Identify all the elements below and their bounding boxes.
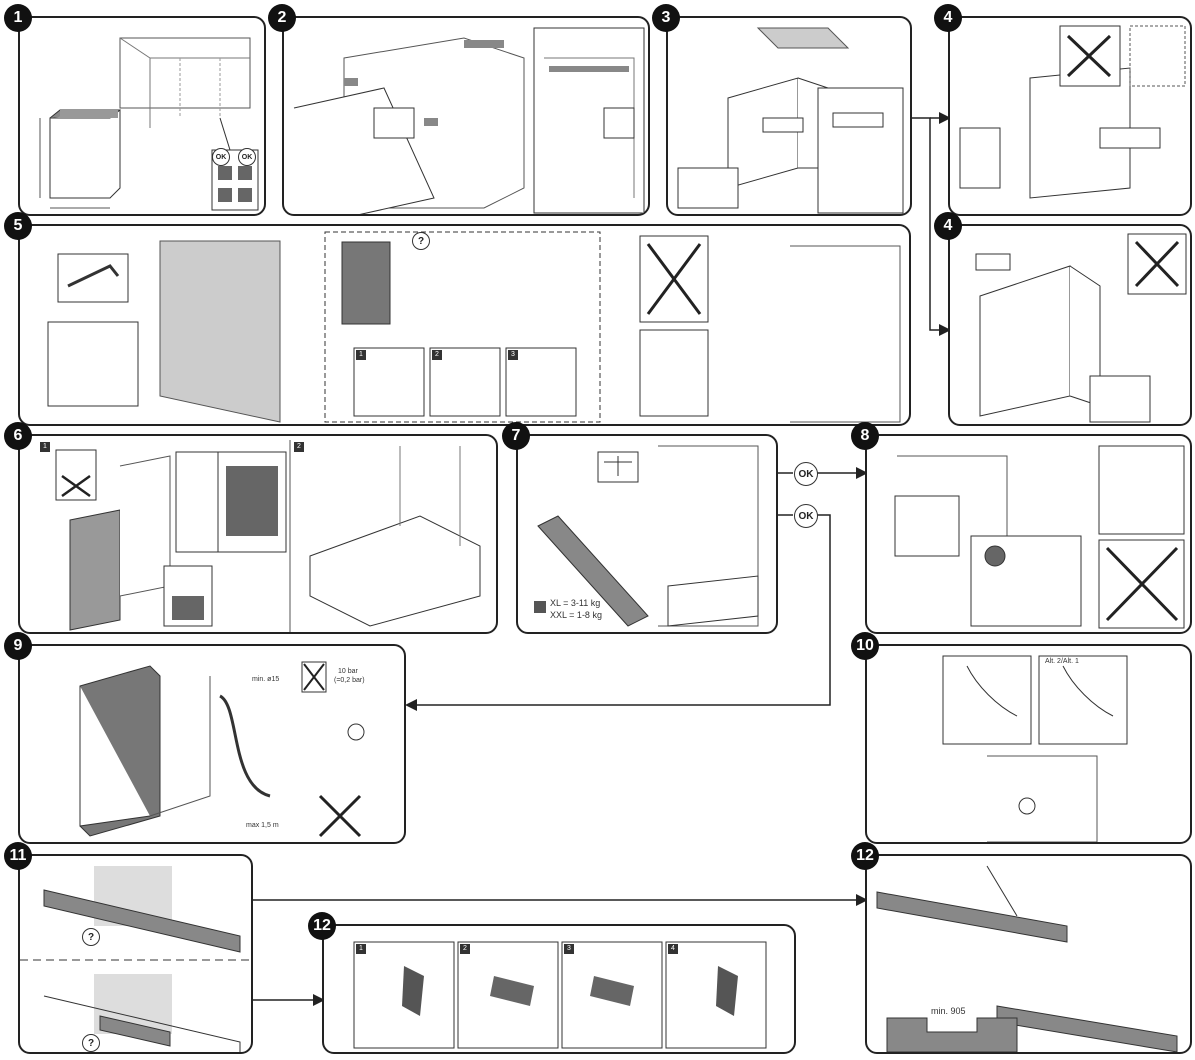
step-number-12a: 12 [851, 842, 879, 870]
panel-step-8 [865, 434, 1192, 634]
panel-step-5: ? 1 2 3 [18, 224, 911, 426]
panel-step-12-middle: 1 2 3 4 [322, 924, 796, 1054]
min-905-label: min. 905 [931, 1006, 966, 1016]
panel-step-4-top [948, 16, 1192, 216]
step-12a-illustration [876, 865, 1178, 1052]
subpanel-12-1: 1 [356, 944, 366, 954]
pressure-label: 10 bar [338, 668, 358, 675]
panel-step-1: OK OK [18, 16, 266, 216]
panel-step-6: 1 2 [18, 434, 498, 634]
subpanel-12-4: 4 [668, 944, 678, 954]
step-number-10: 10 [851, 632, 879, 660]
question-icon-5: ? [412, 232, 430, 250]
hose-min-label: min. ø15 [252, 676, 280, 683]
panel-step-2 [282, 16, 650, 216]
hose-max-label: max 1,5 m [246, 822, 279, 829]
step-7-illustration [534, 445, 759, 627]
step-5-illustration [47, 231, 901, 423]
ok-badge-1a: OK [212, 148, 230, 166]
step-4a-illustration [959, 25, 1186, 199]
step-number-2: 2 [268, 4, 296, 32]
subpanel-12-3: 3 [564, 944, 574, 954]
step-number-4a: 4 [934, 4, 962, 32]
step-1-illustration [39, 37, 259, 211]
step-number-1: 1 [4, 4, 32, 32]
step-2-illustration [293, 27, 645, 214]
step-number-6: 6 [4, 422, 32, 450]
ok-badge-7-to-9: OK [794, 504, 818, 528]
subpanel-5-1: 1 [356, 350, 366, 360]
subpanel-12-2: 2 [460, 944, 470, 954]
alt-label: Alt. 2/Alt. 1 [1045, 658, 1079, 665]
step-number-5: 5 [4, 212, 32, 240]
panel-step-9: min. ø15 10 bar (=0,2 bar) max 1,5 m [18, 644, 406, 844]
step-11-illustration [20, 866, 251, 1052]
ok-badge-7-to-8: OK [794, 462, 818, 486]
panel-step-7: XL = 3-11 kg XXL = 1-8 kg [516, 434, 778, 634]
step-number-8: 8 [851, 422, 879, 450]
subpanel-5-2: 2 [432, 350, 442, 360]
pressure-alt-label: (=0,2 bar) [334, 677, 365, 684]
step-8-illustration [894, 445, 1185, 629]
step-9-illustration [79, 661, 365, 838]
step-number-7: 7 [502, 422, 530, 450]
step-3-illustration [677, 27, 904, 214]
step-number-3: 3 [652, 4, 680, 32]
panel-step-10: Alt. 2/Alt. 1 [865, 644, 1192, 844]
step-6-illustration [55, 440, 481, 632]
step-4b-illustration [975, 233, 1187, 423]
weight-xl-label: XL = 3-11 kg [550, 598, 601, 608]
step-number-12b: 12 [308, 912, 336, 940]
subpanel-6-2: 2 [294, 442, 304, 452]
step-12b-illustration [353, 941, 767, 1049]
panel-step-4-bottom [948, 224, 1192, 426]
subpanel-5-3: 3 [508, 350, 518, 360]
step-10-illustration [942, 655, 1128, 842]
subpanel-6-1: 1 [40, 442, 50, 452]
panel-step-12-right: min. 905 [865, 854, 1192, 1054]
step-number-4b: 4 [934, 212, 962, 240]
step-number-9: 9 [4, 632, 32, 660]
panel-step-3 [666, 16, 912, 216]
question-icon-11a: ? [82, 928, 100, 946]
ok-badge-1b: OK [238, 148, 256, 166]
question-icon-11b: ? [82, 1034, 100, 1052]
weight-xxl-label: XXL = 1-8 kg [550, 610, 602, 620]
panel-step-11: ? ? [18, 854, 253, 1054]
step-number-11: 11 [4, 842, 32, 870]
